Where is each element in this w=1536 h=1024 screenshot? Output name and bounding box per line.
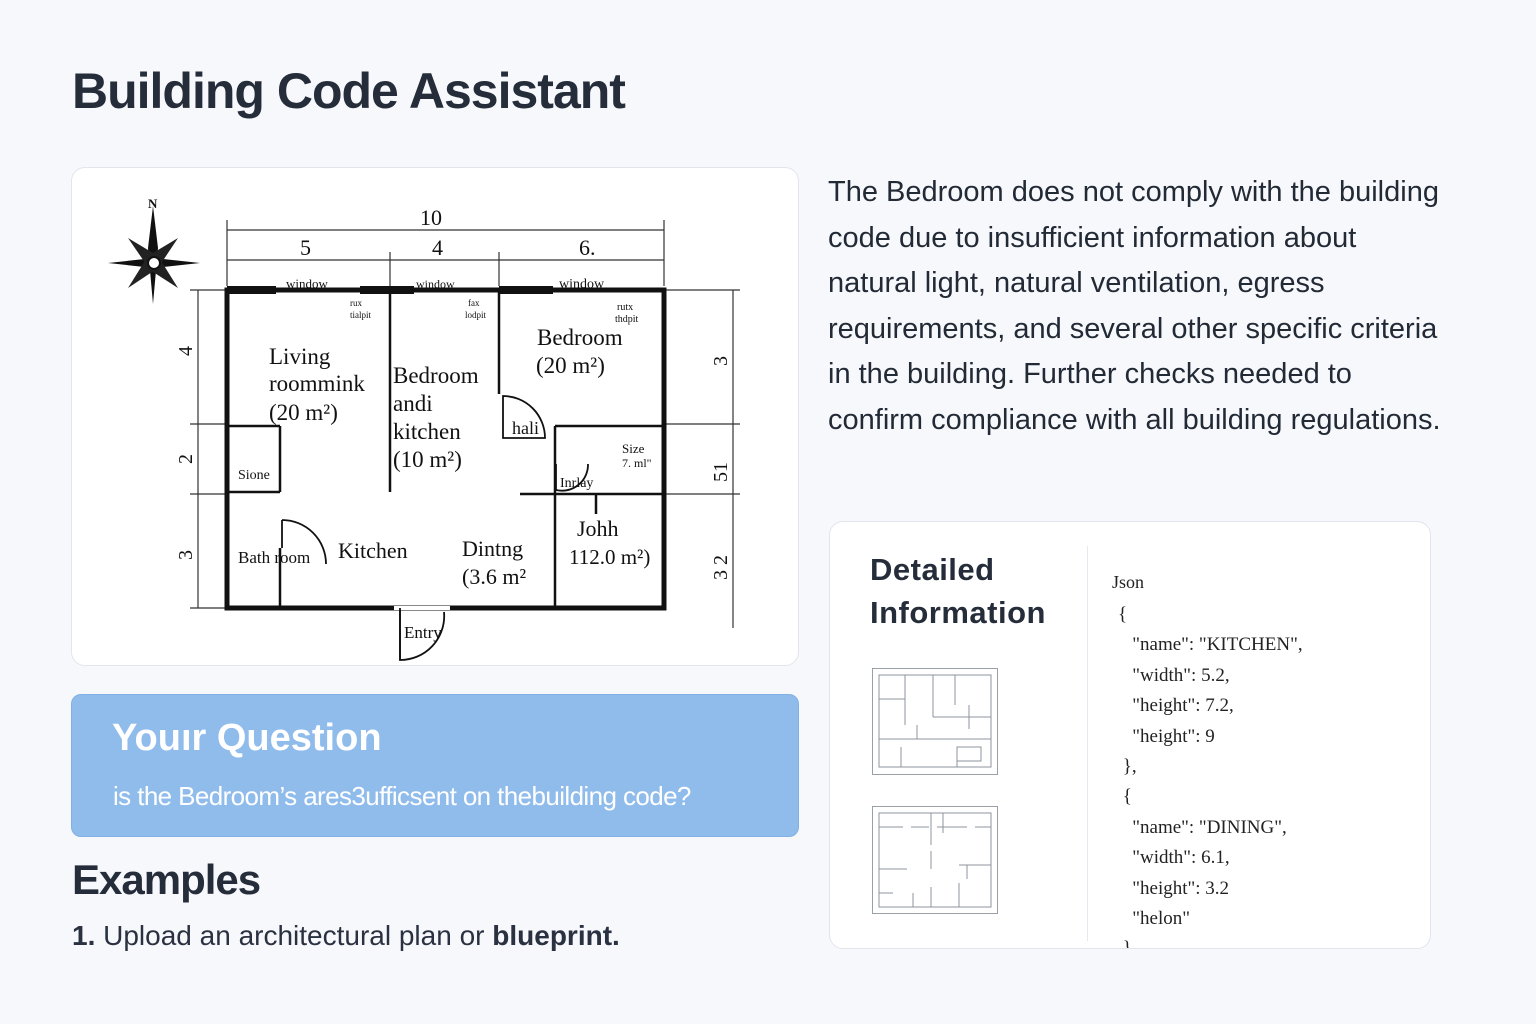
room-john-area: 112.0 m²): [569, 545, 650, 569]
example-number: 1.: [72, 920, 96, 951]
small-label-3b: thdpit: [615, 314, 639, 325]
plan-thumbnail-2-drawing: [878, 812, 992, 908]
detail-divider: [1087, 546, 1088, 941]
room-living-line2: roommink: [269, 371, 365, 396]
room-entry: Entry: [404, 623, 442, 642]
dim-segment-2: 4: [432, 235, 443, 260]
small-label-3a: rutx: [617, 302, 633, 313]
room-store: Sione: [238, 468, 270, 483]
window-label-2: window: [416, 277, 455, 291]
room-bedroom-kitchen-line2: andi: [393, 391, 433, 416]
room-bedroom-kitchen-line3: kitchen: [393, 419, 461, 444]
room-bedroom-line1: Bedroom: [537, 325, 623, 350]
json-label: Json: [1112, 572, 1145, 592]
question-card[interactable]: Youır Question is the Bedroom’s ares3uff…: [71, 694, 799, 837]
json-output: { "name": "KITCHEN", "width": 5.2, "heig…: [1118, 604, 1303, 949]
example-strong-text: blueprint.: [492, 920, 620, 951]
dim-segment-1: 5: [300, 235, 311, 260]
dim-right-2: 51: [710, 462, 732, 482]
room-living-line1: Living: [269, 344, 331, 369]
room-bedroom-area: (20 m²): [536, 353, 605, 378]
room-hall: hali: [512, 418, 539, 438]
answer-text: The Bedroom does not comply with the bui…: [828, 176, 1441, 436]
compass-icon: N: [108, 196, 200, 304]
room-bedroom-kitchen-area: (10 m²): [393, 447, 462, 472]
plan-thumbnail-1-drawing: [878, 674, 992, 768]
room-size-line1: Size: [622, 441, 645, 456]
room-size-line2: 7. ml": [622, 456, 652, 470]
dim-left-3: 3: [175, 550, 197, 560]
page-title: Building Code Assistant: [72, 63, 626, 119]
floor-plan-card[interactable]: N 10 5 4 6. 4 2 3 3 51: [71, 167, 799, 666]
dim-left-2: 2: [175, 454, 197, 464]
question-input[interactable]: is the Bedroom’s ares3ufficsent on thebu…: [113, 781, 691, 811]
room-dining-line1: Dintng: [462, 536, 523, 561]
detail-title: Detailed Information: [870, 552, 1046, 630]
window-label-3: window: [559, 277, 605, 292]
room-inlay: Inrlay: [560, 476, 593, 491]
floor-plan-drawing: N 10 5 4 6. 4 2 3 3 51: [108, 196, 740, 661]
small-label-1a: rux: [350, 298, 362, 308]
dim-right-1: 3: [710, 356, 732, 366]
room-bedroom-kitchen-line1: Bedroom: [393, 363, 479, 388]
window-label-1: window: [286, 276, 329, 291]
small-label-2a: fax: [468, 298, 480, 308]
examples-title: Examples: [72, 856, 261, 903]
small-label-1b: tialpit: [350, 310, 371, 320]
room-dining-area: (3.6 m²: [462, 564, 526, 589]
dim-right-3: 3 2: [710, 555, 732, 580]
example-text: Upload an architectural plan or: [103, 920, 485, 951]
plan-thumbnail-2[interactable]: [872, 806, 998, 914]
plan-thumbnail-1[interactable]: [872, 668, 998, 775]
question-title: Youır Question: [112, 717, 382, 759]
room-kitchen: Kitchen: [338, 538, 408, 563]
dim-left-1: 4: [175, 346, 197, 356]
dim-total-width: 10: [420, 205, 442, 230]
detailed-information-card: Detailed Information: [829, 521, 1431, 949]
compass-north-label: N: [148, 196, 158, 211]
small-label-2b: lodpit: [465, 310, 487, 320]
example-item: 1. Upload an architectural plan or bluep…: [72, 920, 620, 952]
room-bathroom: Bath room: [238, 548, 310, 567]
dim-segment-3: 6.: [579, 235, 596, 260]
room-john-line1: Johh: [577, 516, 619, 541]
room-living-area: (20 m²): [269, 400, 338, 425]
